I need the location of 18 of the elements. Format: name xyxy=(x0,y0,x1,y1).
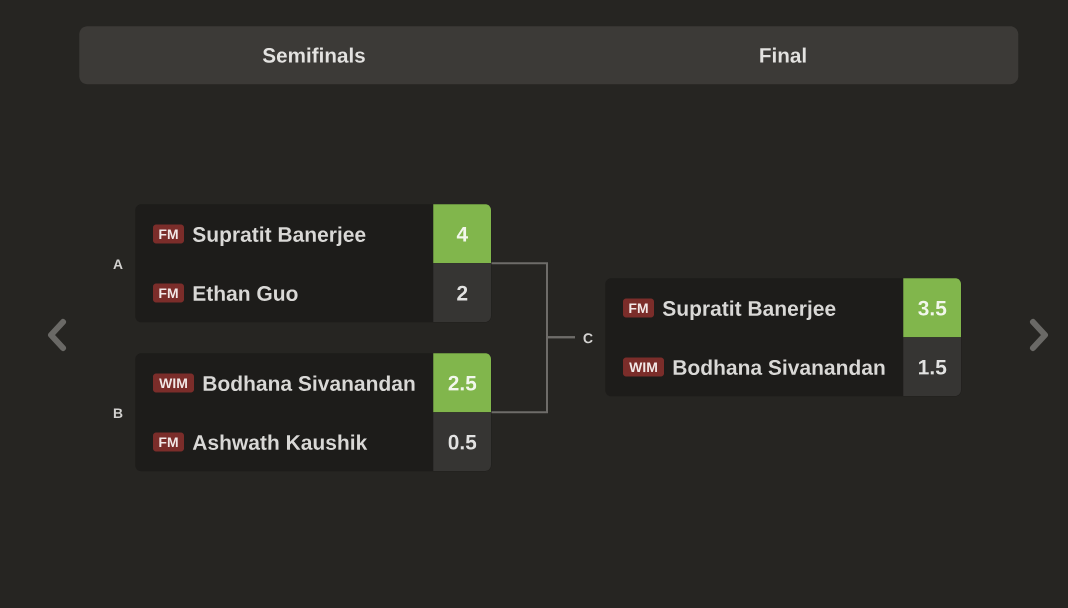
player-name: Bodhana Sivanandan xyxy=(673,359,885,375)
score-cell: 3.5 xyxy=(903,278,961,338)
score-cell: 0.5 xyxy=(433,412,491,471)
score-cell: 4 xyxy=(433,204,491,264)
player-name: Ashwath Kaushik xyxy=(192,434,368,450)
score-cell: 1.5 xyxy=(903,337,961,396)
score-cell: 2 xyxy=(433,263,491,322)
player-name: Bodhana Sivanandan xyxy=(203,375,415,391)
player-name: Ethan Guo xyxy=(193,285,298,301)
match-label: A xyxy=(113,259,123,270)
score-cell: 2.5 xyxy=(433,353,491,413)
column-heading: Semifinals xyxy=(262,47,365,63)
column-heading: Final xyxy=(760,47,806,63)
match-label: C xyxy=(583,333,593,344)
player-name: Supratit Banerjee xyxy=(192,226,366,247)
player-name: Supratit Banerjee xyxy=(662,300,836,321)
match-label: B xyxy=(113,408,123,419)
bracket-line xyxy=(490,336,576,414)
